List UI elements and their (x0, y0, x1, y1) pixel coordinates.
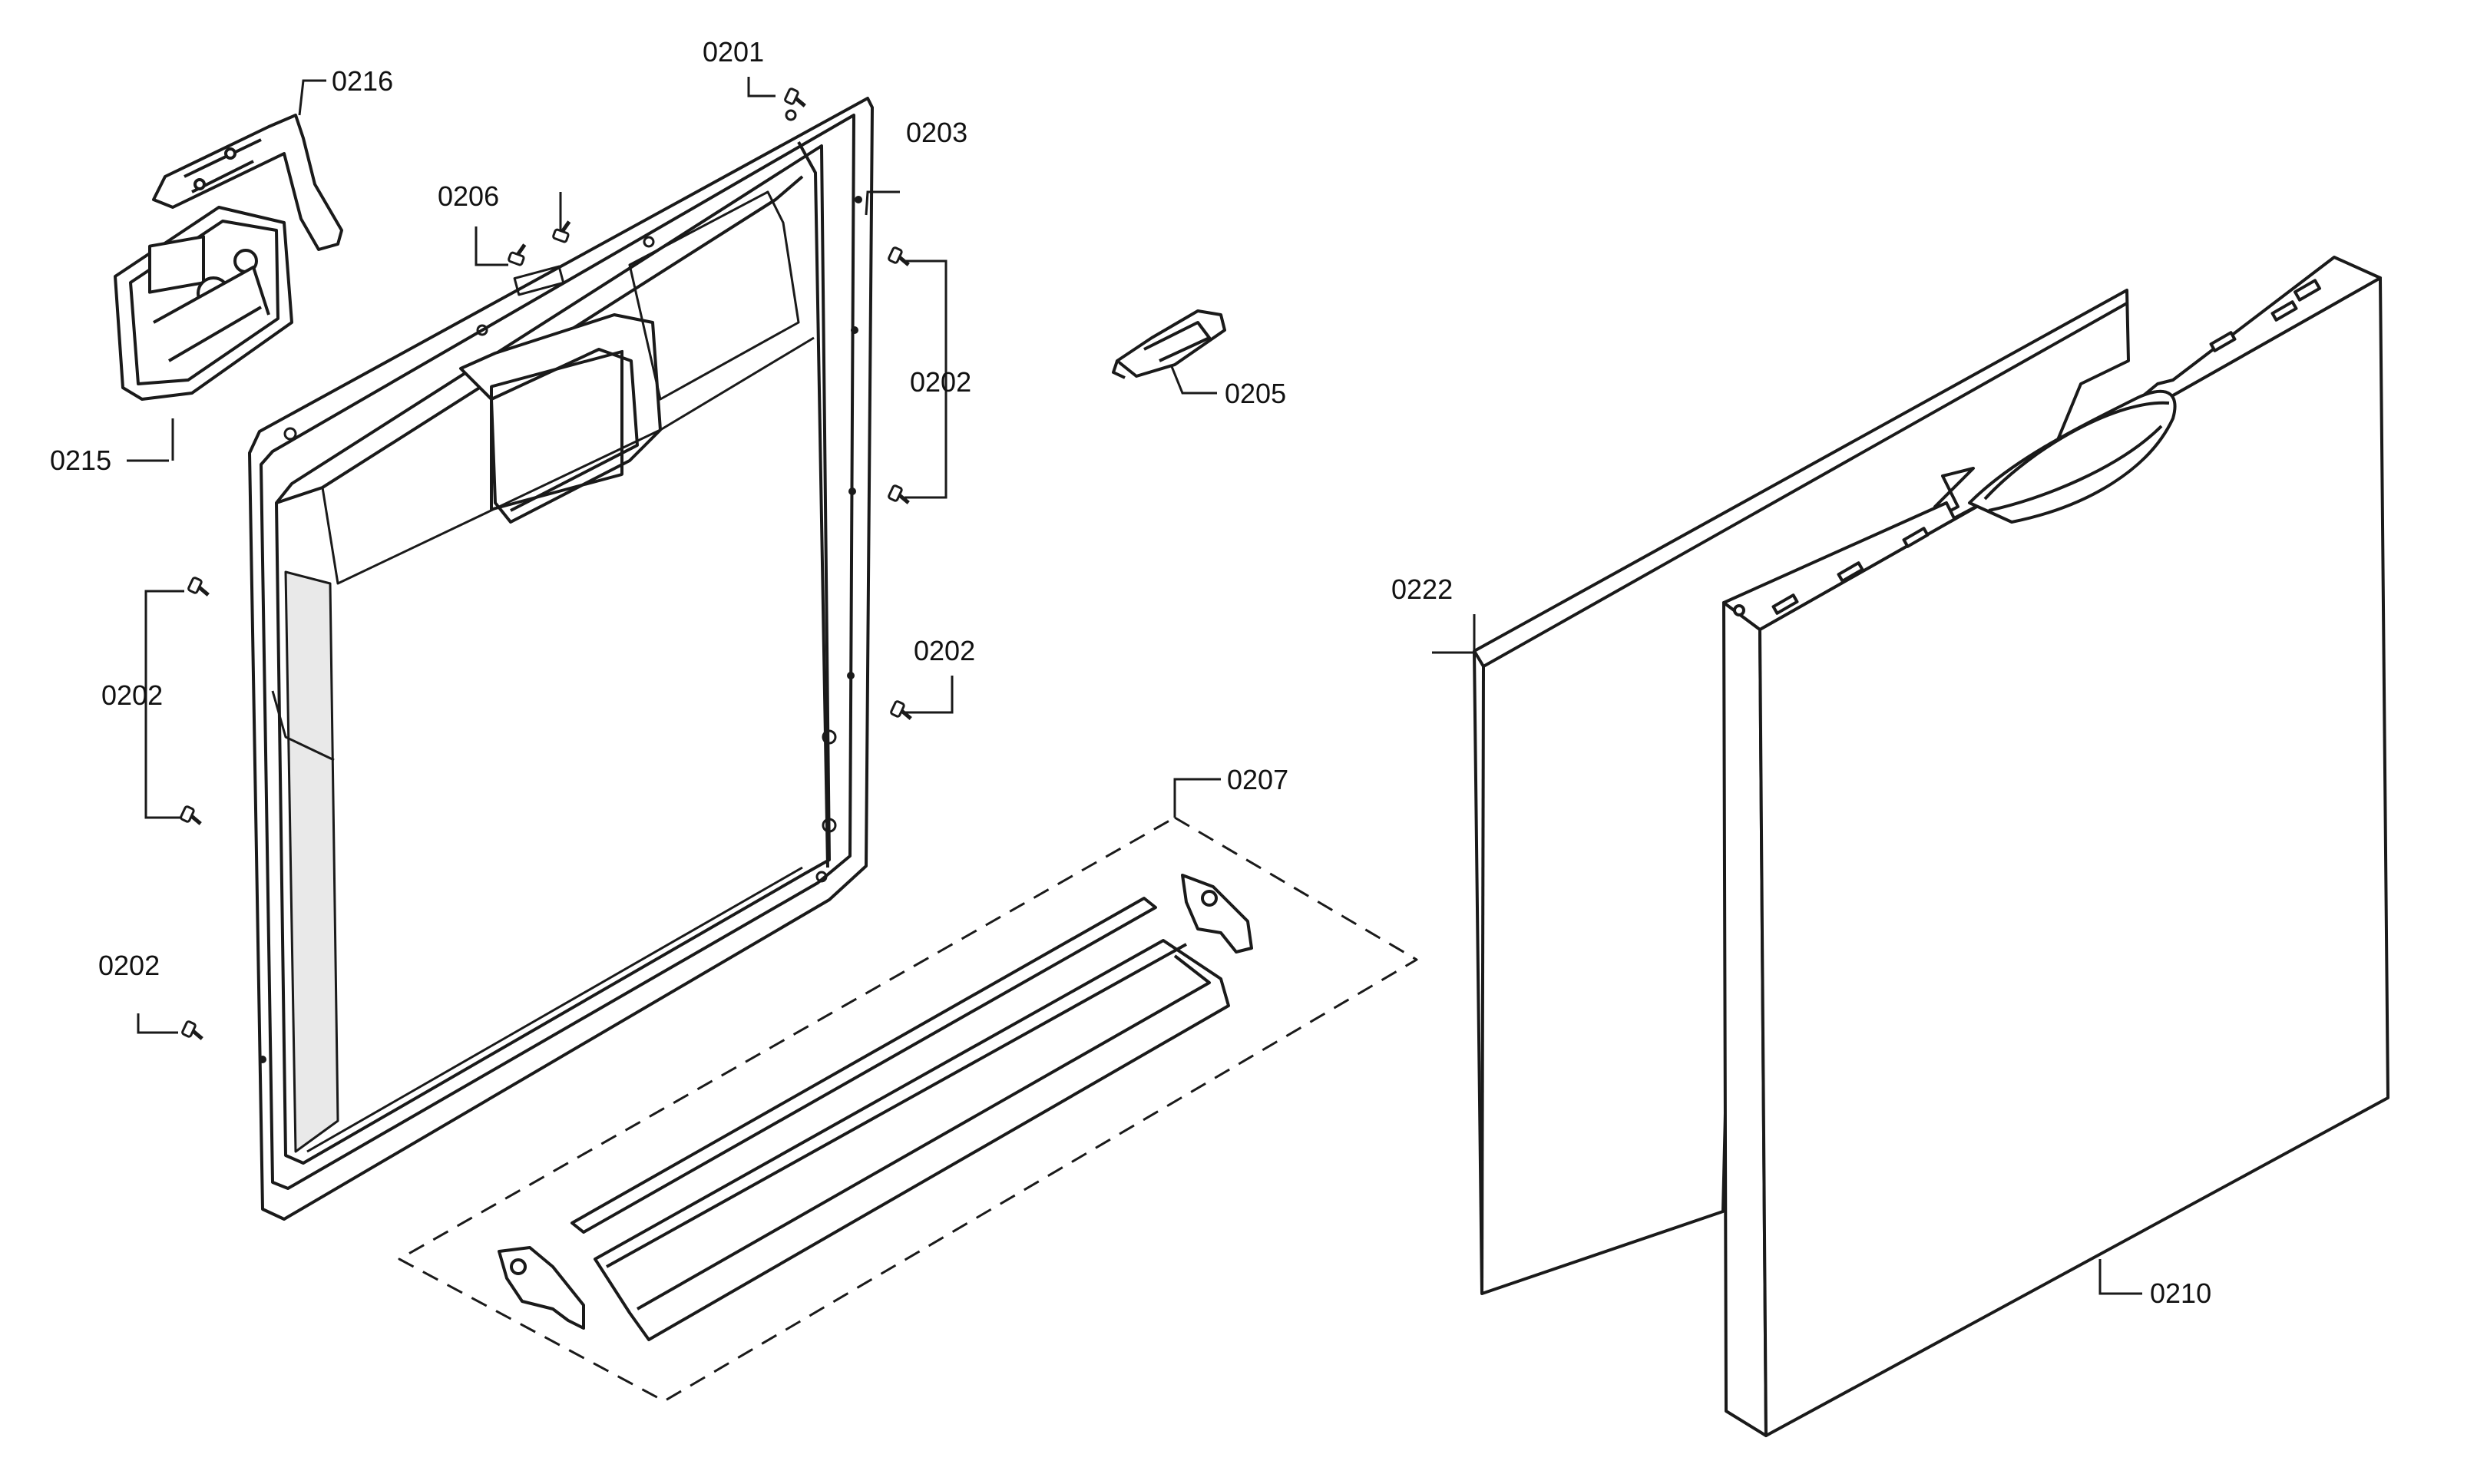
label-0210: 0210 (2150, 1277, 2211, 1309)
part-labels: 0216 0201 0203 0206 0202 0205 0215 0222 … (50, 36, 2211, 1309)
label-0202-left-low: 0202 (98, 950, 160, 981)
label-0202-left-mid: 0202 (101, 679, 163, 711)
latch-bracket (152, 114, 343, 251)
hinge-seal-kit (398, 816, 1418, 1403)
outer-door-panel (1722, 256, 2389, 1437)
label-0202-lower-right: 0202 (914, 635, 975, 666)
label-0216: 0216 (332, 65, 393, 97)
hinge-clip (1112, 309, 1226, 379)
label-0205: 0205 (1225, 378, 1286, 409)
label-0222: 0222 (1391, 573, 1453, 605)
inner-door-frame (248, 97, 874, 1221)
label-0203: 0203 (906, 117, 967, 148)
label-0215: 0215 (50, 445, 111, 476)
label-0206: 0206 (438, 180, 499, 212)
label-0201: 0201 (703, 36, 764, 68)
leader-lines (127, 77, 2142, 1295)
label-0207: 0207 (1227, 764, 1288, 795)
label-0202-upper-right: 0202 (910, 366, 971, 398)
door-lock-module (114, 206, 293, 401)
